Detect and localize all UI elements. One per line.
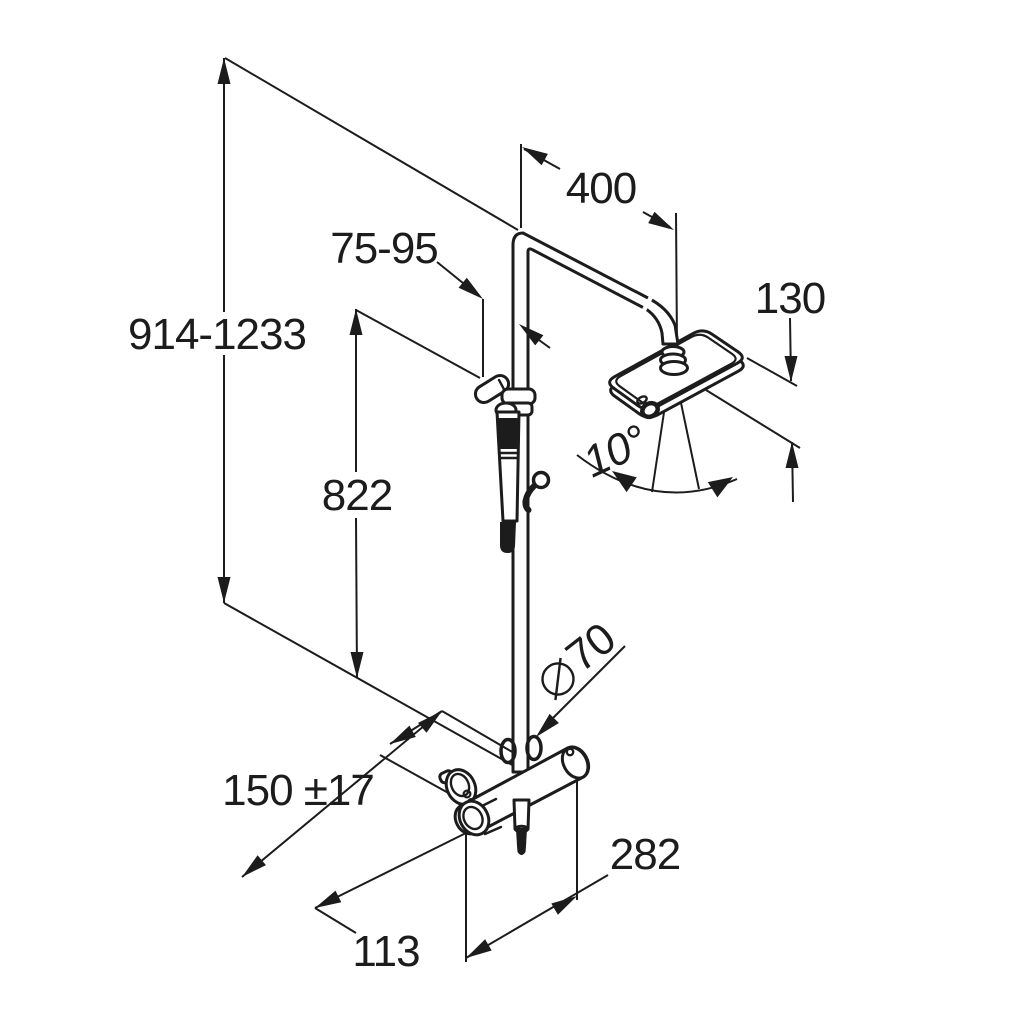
arrowhead	[522, 147, 548, 166]
head-nozzle-ring	[640, 400, 660, 420]
slider-hook	[522, 483, 537, 513]
shower-head-rim	[615, 333, 737, 407]
handle-tip	[500, 522, 516, 553]
diameter-symbol-slash	[554, 657, 562, 701]
arrowhead	[707, 477, 733, 498]
hose-nipple	[516, 829, 527, 855]
dimension-labels: 914-1233 75-95 400 130 822 10° 70 150 ±1…	[128, 164, 826, 976]
label-escutcheon-diameter: 70	[557, 614, 624, 682]
mixer-right-cap	[560, 745, 591, 780]
top-reference-line	[224, 57, 519, 231]
head-drop-ext2	[705, 389, 801, 449]
offset-dim-line	[314, 832, 467, 909]
dimension-lines	[217, 57, 801, 962]
label-diameter-group: 70	[541, 614, 624, 701]
arrowhead	[466, 939, 492, 958]
rail-pointer	[519, 324, 551, 349]
front-knob-edge	[480, 797, 498, 808]
knob-detail	[462, 789, 472, 799]
rail-pointer-tail	[538, 339, 551, 349]
label-overall-height: 914-1233	[128, 310, 306, 359]
diameter-symbol-icon	[541, 662, 575, 696]
arrowhead	[785, 442, 799, 468]
label-spray-angle: 10°	[576, 416, 655, 487]
arrowhead	[390, 725, 416, 744]
label-rail-height: 822	[322, 471, 392, 520]
arrowhead	[648, 211, 674, 230]
arrowhead	[551, 896, 577, 915]
bottom-reference-line	[223, 602, 515, 767]
offset-leader	[314, 907, 357, 934]
shower-rail-and-arm	[511, 231, 680, 774]
rail-height-dim-line-lower	[355, 517, 358, 679]
hand-shower	[473, 373, 551, 553]
label-mixer-offset: 113	[352, 927, 419, 976]
diverter-knob-face	[462, 805, 484, 831]
handle-grip-band	[497, 418, 519, 449]
head-detail-dot	[636, 395, 648, 405]
diameter-leader	[551, 645, 626, 720]
arrowhead	[315, 890, 342, 908]
hose-outlet	[512, 798, 531, 831]
arrowhead	[350, 652, 364, 678]
label-head-drop: 130	[755, 274, 825, 323]
rail-height-top-reference	[355, 309, 481, 379]
arrowhead	[458, 277, 483, 299]
shower-system	[438, 231, 745, 855]
label-wall-distance: 150 ±17	[222, 766, 374, 815]
thermostatic-mixer	[438, 745, 591, 855]
mixer-cap-dot	[565, 747, 575, 757]
rail-escutcheon	[499, 734, 543, 765]
mixer-width-dim-line	[465, 874, 609, 959]
label-holder-range: 75-95	[330, 224, 438, 273]
arrowhead	[217, 58, 231, 84]
label-arm-projection: 400	[566, 164, 636, 213]
arrowhead	[349, 309, 363, 335]
front-knob-edge	[483, 825, 503, 836]
arrowhead	[519, 324, 544, 346]
head-drop-ext1	[746, 357, 798, 387]
arm-joint-seam	[641, 295, 653, 314]
arrowhead	[536, 713, 559, 737]
slider-knob	[531, 470, 551, 490]
arrowhead	[784, 356, 798, 382]
arrowhead	[418, 711, 442, 733]
arrowhead	[242, 855, 266, 877]
label-mixer-width: 282	[610, 830, 680, 879]
wall-distance-ext-knob	[379, 754, 453, 796]
arrowhead	[612, 471, 637, 493]
head-connector	[659, 345, 689, 376]
label-spray-angle-group: 10°	[576, 416, 655, 487]
arm-extension-right	[675, 212, 678, 348]
arrowhead	[217, 577, 231, 603]
